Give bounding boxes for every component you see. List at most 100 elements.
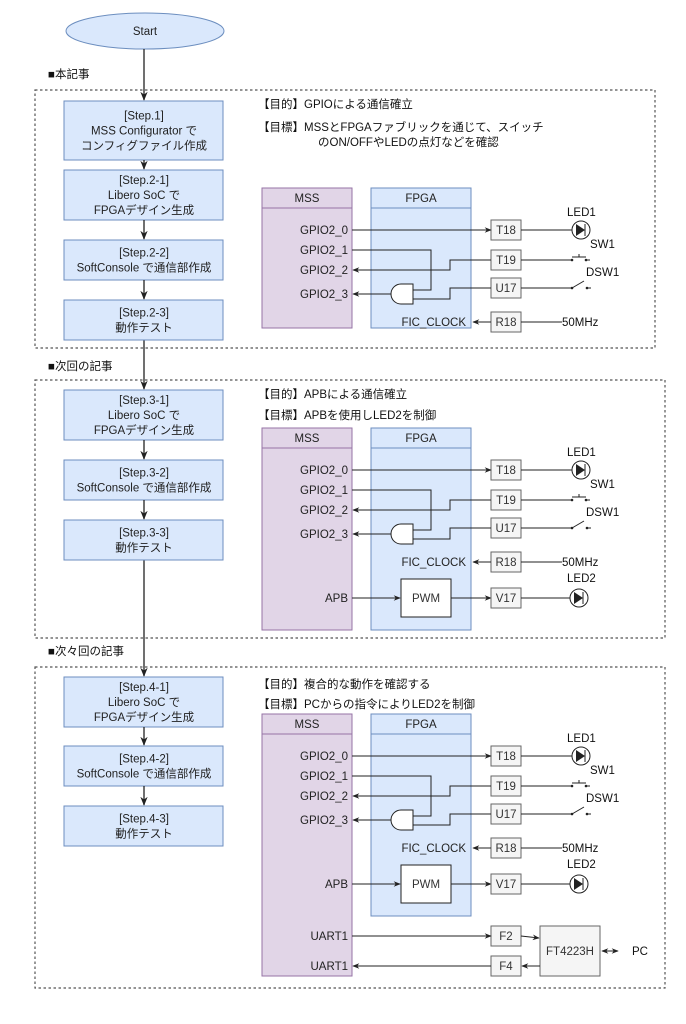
wire-gpio2 (352, 259, 491, 273)
goal-text: 【目標】MSSとFPGAファブリックを通じて、スイッチ (258, 120, 544, 134)
step-text-line: [Step.4-3] (119, 814, 169, 826)
fpga-title: FPGA (405, 193, 437, 205)
pin-label-led2: V17 (496, 593, 516, 605)
pin-label-sw1: T19 (496, 255, 516, 267)
led1-icon (571, 746, 591, 766)
goal-text: 【目標】PCからの指令によりLED2を制御 (258, 697, 475, 711)
pin-label-clk: R18 (495, 317, 516, 329)
signal-gpio0: GPIO2_0 (300, 751, 348, 763)
pin-label-sw1: T19 (496, 495, 516, 507)
signal-gpio0: GPIO2_0 (300, 465, 348, 477)
step-box-2-2: [Step.3-2]SoftConsole で通信部作成 (63, 459, 224, 501)
led1-icon (571, 220, 591, 240)
wire-gpio2 (352, 785, 491, 799)
push-switch-icon (570, 254, 590, 262)
label-sw1: SW1 (590, 239, 615, 251)
section-label: ■次回の記事 (48, 359, 112, 373)
ft4223h-label: FT4223H (546, 946, 594, 958)
step-rect (63, 459, 224, 501)
led2-icon (569, 588, 589, 608)
step-rect (63, 676, 224, 728)
signal-fic-clock: FIC_CLOCK (401, 317, 466, 329)
pwm-block (400, 578, 452, 618)
label-pc: PC (632, 946, 648, 958)
push-switch-icon (570, 780, 590, 788)
label-clock: 50MHz (562, 317, 599, 329)
wire-gpio2 (352, 499, 491, 513)
section-border (34, 379, 666, 639)
pin-label-led2: V17 (496, 879, 516, 891)
signal-uart-rx: UART1 (311, 961, 349, 973)
step-text-line: [Step.2-2] (119, 248, 169, 260)
pin-label-clk: R18 (495, 843, 516, 855)
signal-fic-clock: FIC_CLOCK (401, 557, 466, 569)
section-2: ■次回の記事[Step.3-1]Libero SoC でFPGAデザイン生成[S… (34, 359, 666, 639)
step-text-line: SoftConsole で通信部作成 (77, 767, 212, 781)
step-box-1-3: [Step.2-2]SoftConsole で通信部作成 (63, 239, 224, 281)
led1-icon (571, 460, 591, 480)
fpga-title: FPGA (405, 719, 437, 731)
step-text-line: 動作テスト (115, 827, 173, 841)
step-text-line: SoftConsole で通信部作成 (77, 481, 212, 495)
goal-text: 【目標】APBを使用しLED2を制御 (258, 408, 436, 422)
goal-text: のON/OFFやLEDの点灯などを確認 (318, 135, 499, 149)
section-1: ■本記事 [Step.1]MSS Configurator でコンフィグファイル作… (34, 67, 656, 349)
start-node: Start (65, 12, 225, 50)
start-label: Start (133, 26, 158, 38)
pin-label-led1: T18 (496, 225, 516, 237)
signal-fic-clock: FIC_CLOCK (401, 843, 466, 855)
signal-gpio2: GPIO2_2 (300, 791, 348, 803)
step-text-line: 動作テスト (115, 541, 173, 555)
step-text-line: SoftConsole で通信部作成 (77, 261, 212, 275)
signal-gpio3: GPIO2_3 (300, 289, 348, 301)
pin-label-uart_tx: F2 (499, 931, 512, 943)
step-text-line: [Step.1] (124, 111, 164, 123)
section-label: ■次々回の記事 (48, 644, 124, 658)
signal-gpio1: GPIO2_1 (300, 485, 348, 497)
step-rect (63, 169, 224, 221)
fpga-block (370, 187, 472, 329)
and-gate-icon (390, 283, 414, 305)
step-rect (63, 745, 224, 787)
step-text-line: [Step.2-3] (119, 308, 169, 320)
step-text-line: [Step.3-3] (119, 528, 169, 540)
signal-gpio3: GPIO2_3 (300, 529, 348, 541)
and-gate-icon (390, 523, 414, 545)
pin-label-dsw1: U17 (495, 809, 516, 821)
label-led1: LED1 (567, 207, 596, 219)
step-rect (63, 805, 224, 847)
signal-gpio1: GPIO2_1 (300, 245, 348, 257)
pin-label-dsw1: U17 (495, 523, 516, 535)
step-rect (63, 299, 224, 341)
toggle-switch-icon (570, 520, 591, 530)
wire-u17 (413, 527, 491, 540)
step-text-line: Libero SoC で (108, 697, 180, 709)
section-3: ■次々回の記事[Step.4-1]Libero SoC でFPGAデザイン生成[… (34, 644, 666, 989)
step-box-1-4: [Step.2-3]動作テスト (63, 299, 224, 341)
purpose-text: 【目的】APBによる通信確立 (258, 387, 407, 401)
wire-u17 (413, 813, 491, 826)
step-rect (63, 389, 224, 441)
label-dsw1: DSW1 (586, 507, 619, 519)
purpose-text: 【目的】複合的な動作を確認する (258, 677, 431, 691)
signal-apb: APB (325, 593, 348, 605)
toggle-switch-icon (570, 806, 591, 816)
led2-icon (569, 874, 589, 894)
mss-title: MSS (295, 193, 320, 205)
pin-label-uart_rx: F4 (499, 961, 513, 973)
step-text-line: FPGAデザイン生成 (94, 203, 195, 217)
label-clock: 50MHz (562, 557, 599, 569)
label-dsw1: DSW1 (586, 793, 619, 805)
mss-block (261, 187, 353, 329)
step-text-line: FPGAデザイン生成 (94, 710, 195, 724)
step-text-line: [Step.3-1] (119, 395, 169, 407)
step-text-line: Libero SoC で (108, 190, 180, 202)
pin-label-clk: R18 (495, 557, 516, 569)
label-sw1: SW1 (590, 765, 615, 777)
section-border (34, 89, 656, 349)
section-label: ■本記事 (48, 67, 89, 81)
signal-gpio2: GPIO2_2 (300, 505, 348, 517)
